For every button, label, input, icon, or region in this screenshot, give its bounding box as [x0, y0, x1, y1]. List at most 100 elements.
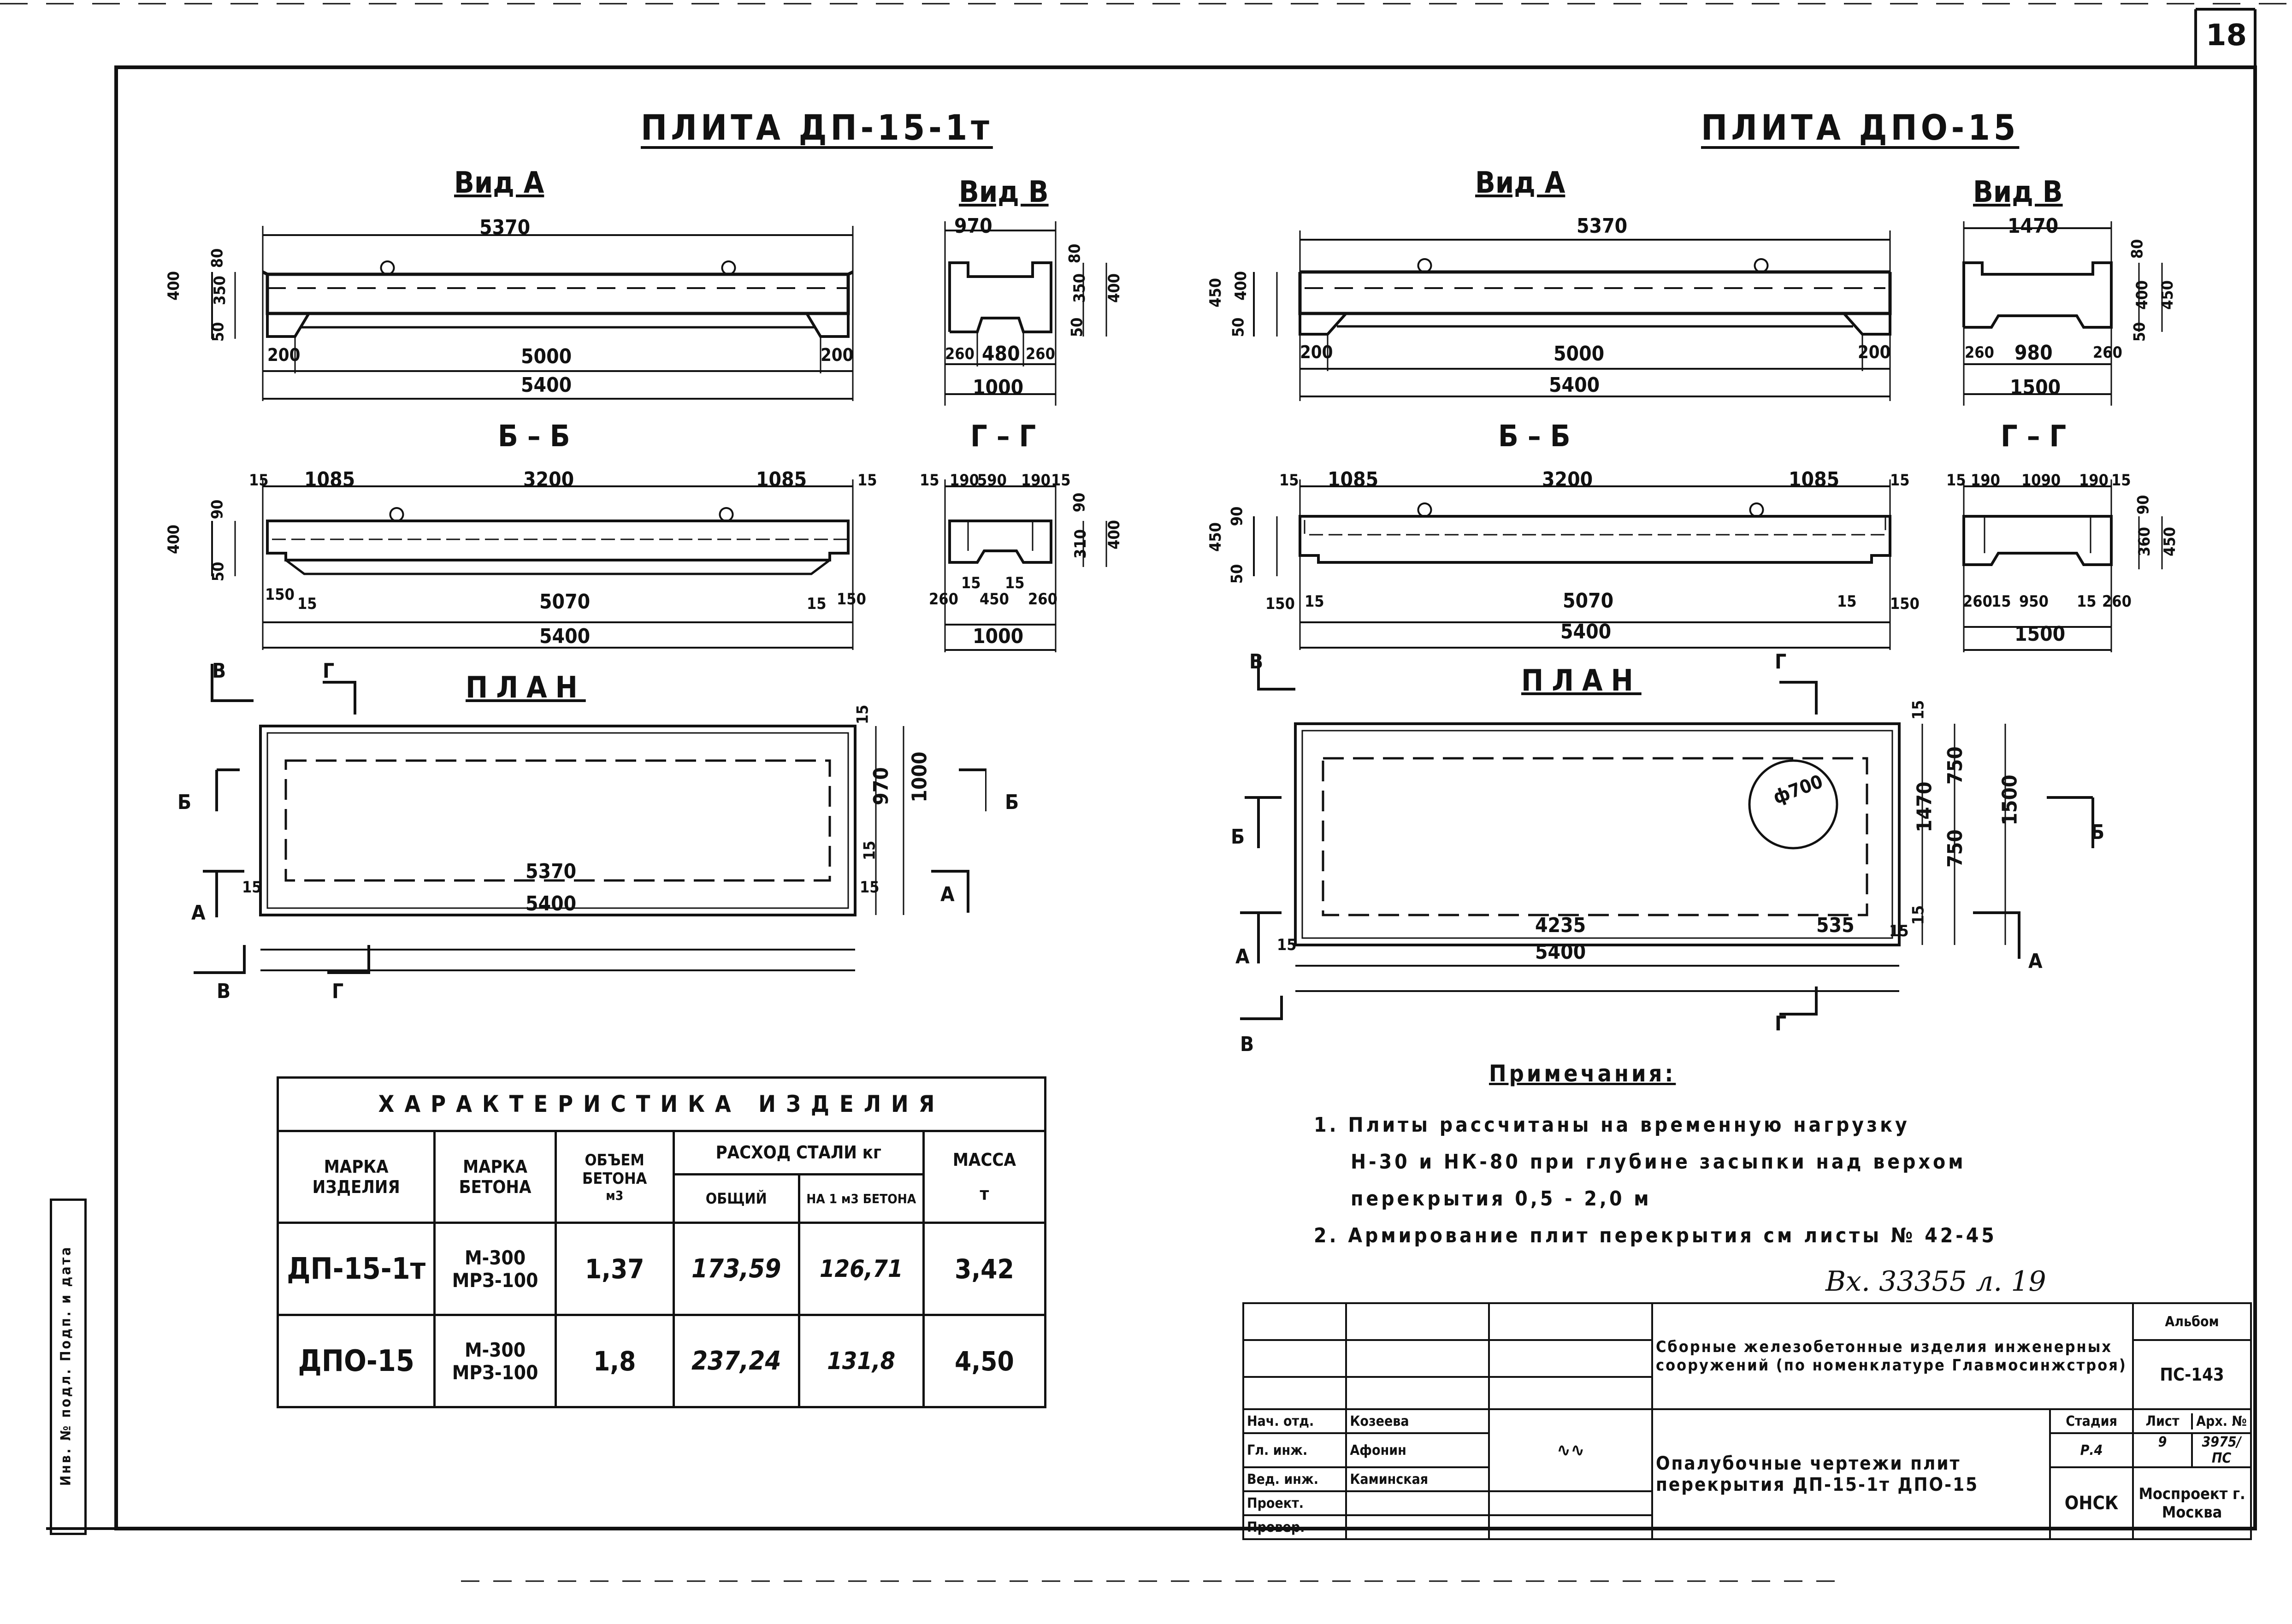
right-sec-bb-d3: 3200 [1542, 468, 1593, 491]
tb-name-1: Афонин [1345, 1432, 1490, 1468]
tb-name-3 [1345, 1490, 1490, 1516]
left-sec-gg-t1: 15 [920, 471, 939, 490]
tb-role-2: Вед. инж. [1242, 1466, 1347, 1492]
right-sec-gg-t3: 1090 [2021, 471, 2061, 490]
row1-concrete: М-300 МРЗ-100 [433, 1222, 557, 1317]
right-plan-inner: 1470 [1913, 781, 1937, 833]
tb-org: Моспроект г. Москва [2132, 1466, 2252, 1540]
left-sec-bb-d2: 1085 [304, 468, 355, 491]
right-view-v-w2: 980 [2014, 341, 2053, 365]
right-sec-gg-b1: 260 [1963, 592, 1992, 611]
right-sec-gg-b2: 15 [1991, 592, 2011, 611]
row2-steel-per: 131,8 [797, 1314, 925, 1408]
row2-concrete-1: М-300 [464, 1338, 526, 1361]
notes-line3: перекрытия 0,5 - 2,0 м [1351, 1187, 1652, 1211]
left-view-a-top-dim: 5370 [479, 216, 531, 239]
right-sec-gg-h-a: 90 [2134, 495, 2153, 515]
right-view-v-h-a: 80 [2128, 239, 2147, 259]
left-plan-len-mid: 5370 [526, 860, 577, 883]
tb-stage-value: Р.4 [2049, 1432, 2134, 1468]
tb-album-label: Альбом [2132, 1302, 2252, 1341]
right-sec-gg-h-total: 450 [2160, 527, 2179, 556]
right-view-a-label: Вид А [1475, 166, 1565, 200]
left-sec-gg-b3: 450 [980, 590, 1009, 608]
right-view-a-h-a: 400 [1231, 271, 1250, 301]
tb-dept: ОНСК [2049, 1466, 2134, 1540]
left-view-a-h-a: 80 [208, 248, 227, 268]
left-view-v-h-total: 400 [1105, 273, 1123, 303]
left-sec-bb-d3: 3200 [523, 468, 574, 491]
left-sec-bb-h-b: 50 [209, 561, 228, 582]
right-sec-gg-t1: 15 [1946, 471, 1966, 490]
right-sec-gg-t2: 190 [1971, 471, 2000, 490]
right-sec-bb-h-total: 450 [1206, 522, 1225, 552]
left-marker-a-left: А [191, 901, 206, 925]
right-marker-g-bottom: Г [1775, 1012, 1787, 1035]
left-plan-inner: 970 [869, 767, 893, 805]
left-sec-bb-drawing [211, 479, 854, 650]
right-plan-half2: 750 [1943, 829, 1967, 868]
right-sec-gg-b5: 260 [2102, 592, 2132, 611]
right-plan-total: 5400 [1535, 940, 1586, 964]
left-sec-bb-d1: 15 [249, 471, 269, 490]
left-sec-gg-b4: 15 [1005, 574, 1025, 592]
right-sec-bb-drawing [1253, 479, 1891, 650]
left-view-a-drawing [211, 226, 854, 401]
left-view-v-w2: 480 [982, 342, 1020, 366]
row1-volume: 1,37 [554, 1222, 675, 1317]
right-view-v-h-b: 400 [2133, 280, 2151, 310]
left-view-v-label: Вид В [959, 175, 1049, 209]
characteristics-table: ХАРАКТЕРИСТИКА ИЗДЕЛИЯ МАРКА ИЗДЕЛИЯ МАР… [276, 1076, 1047, 1408]
right-sec-bb-total: 5400 [1560, 620, 1612, 644]
tb-name-2: Каминская [1345, 1466, 1490, 1492]
right-sec-bb-d1: 15 [1279, 471, 1299, 490]
row2-mass: 4,50 [922, 1314, 1047, 1408]
left-plan-label: ПЛАН [466, 671, 586, 705]
right-marker-b-right: Б [2091, 821, 2105, 844]
header-mass-label: МАССА [952, 1150, 1016, 1170]
left-view-a-h-total: 400 [164, 271, 183, 301]
tb-name-4 [1345, 1514, 1490, 1540]
header-volume-label: ОБЪЕМ БЕТОНА [582, 1151, 647, 1188]
right-view-a-h-total: 450 [1206, 278, 1225, 307]
left-sec-bb-b3: 15 [807, 595, 827, 613]
left-sec-gg-t2: 190 [950, 471, 979, 490]
left-sec-bb-b1: 150 [265, 585, 295, 604]
right-title: ПЛИТА ДПО-15 [1701, 107, 2020, 148]
tb-arch-label: Арх. № [2196, 1413, 2247, 1429]
characteristics-title: ХАРАКТЕРИСТИКА ИЗДЕЛИЯ [277, 1076, 1046, 1132]
left-plan-top: 15 [853, 704, 872, 725]
left-sec-gg-b2: 15 [961, 574, 981, 592]
right-sec-gg-h-b: 360 [2135, 527, 2154, 556]
right-sec-bb-b3: 15 [1837, 592, 1857, 611]
right-sec-gg-label: Г – Г [2001, 419, 2067, 454]
left-plan-len-right: 15 [860, 878, 880, 897]
tb-signatures: ∿∿ [1488, 1408, 1653, 1492]
row1-mark: ДП-15-1т [276, 1222, 436, 1317]
tb-album-value: ПС-143 [2132, 1339, 2252, 1410]
row1-steel-per: 126,71 [797, 1222, 925, 1317]
left-sec-gg-t3: 590 [977, 471, 1007, 490]
left-sec-bb-d5: 15 [857, 471, 877, 490]
left-sec-bb-d4: 1085 [756, 468, 807, 491]
table-row: ДП-15-1т М-300 МРЗ-100 1,37 173,59 126,7… [276, 1222, 1047, 1317]
left-plan-bot: 15 [860, 840, 879, 861]
header-mass: МАССА т [922, 1129, 1047, 1224]
right-view-a-h-c: 50 [1229, 317, 1248, 337]
right-view-v-w1: 260 [1965, 343, 1994, 362]
right-sec-gg-t5: 15 [2111, 471, 2131, 490]
row2-concrete-2: МРЗ-100 [452, 1361, 538, 1384]
left-sec-gg-t5: 15 [1051, 471, 1071, 490]
row1-concrete-1: М-300 [464, 1246, 526, 1269]
right-sec-bb-d5: 15 [1890, 471, 1910, 490]
left-sec-gg-label: Г – Г [970, 419, 1036, 454]
side-strip-text: Инв. № подл. Подп. и дата [58, 1245, 74, 1486]
left-sec-bb-h-a: 90 [208, 499, 227, 520]
left-sec-bb-b2: 15 [297, 595, 317, 613]
right-marker-a-left: А [1235, 945, 1250, 968]
left-plan-len-left: 15 [242, 878, 262, 897]
right-marker-a-right: А [2028, 950, 2043, 973]
left-view-a-bottom-left: 200 [267, 345, 301, 365]
notes-line1: 1. Плиты рассчитаны на временную нагрузк… [1314, 1113, 1910, 1137]
right-sec-gg-drawing [1962, 479, 2163, 652]
